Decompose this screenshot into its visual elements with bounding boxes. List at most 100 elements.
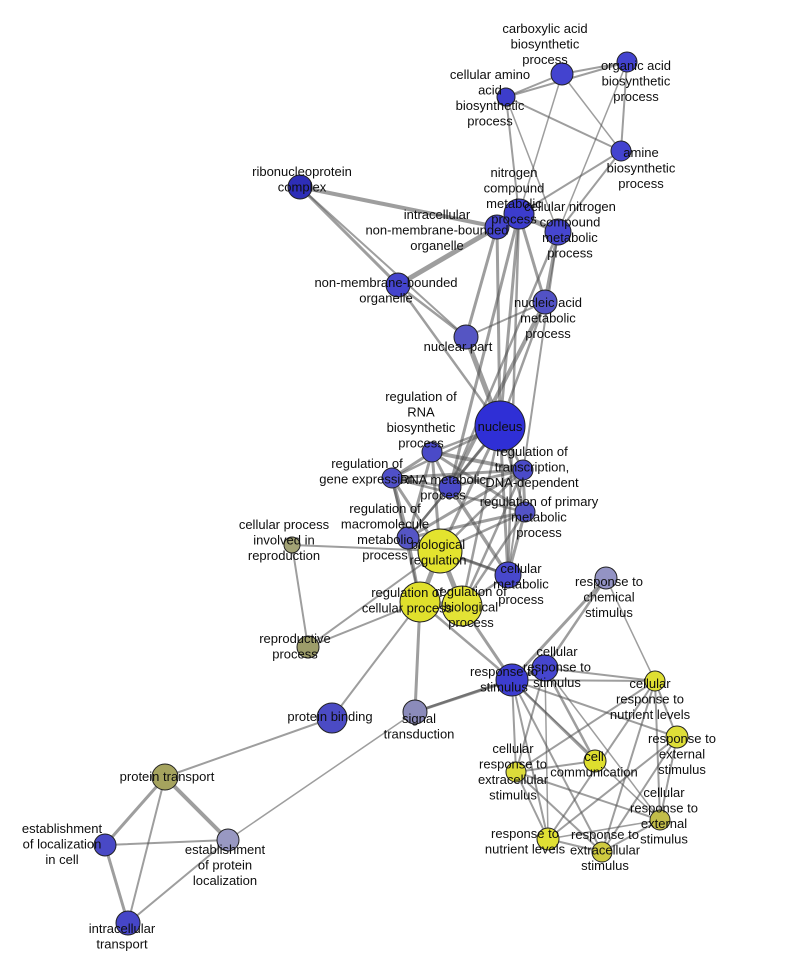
node-amine[interactable]: [610, 140, 632, 162]
node-resp_stim[interactable]: [495, 663, 529, 697]
node-resp_extra[interactable]: [591, 841, 613, 863]
edge-intracellular_nmbo-non_membrane: [395, 224, 500, 288]
edge-resp_nutr-cell_resp_ext: [547, 819, 661, 840]
node-nucleus[interactable]: [474, 400, 526, 452]
edge-rnp-intracellular_nmbo: [298, 185, 499, 229]
edge-organic-amine: [620, 61, 628, 152]
edge-cell_resp_stim-resp_chem: [543, 576, 608, 670]
edge-reg_transcription-rna_met: [448, 468, 525, 489]
edge-amine-nitrogen: [518, 150, 622, 215]
node-reg_transcription[interactable]: [512, 459, 534, 481]
node-nucleic[interactable]: [532, 289, 558, 315]
node-cell_resp_nutr[interactable]: [644, 670, 666, 692]
node-cell_resp_extra[interactable]: [505, 761, 527, 783]
edge-resp_chem-cell_resp_nutr: [605, 577, 656, 682]
node-cell_resp_ext[interactable]: [649, 809, 671, 831]
node-reg_primary[interactable]: [514, 501, 536, 523]
node-cellular_met[interactable]: [494, 561, 522, 589]
node-prot_bind[interactable]: [316, 702, 348, 734]
node-bio_reg[interactable]: [417, 528, 463, 574]
node-prot_trans[interactable]: [151, 763, 179, 791]
node-nitrogen[interactable]: [503, 198, 535, 230]
edge-nuclear_part-nucleic: [465, 301, 546, 338]
node-rnp[interactable]: [287, 174, 313, 200]
node-reg_bio[interactable]: [441, 585, 483, 627]
node-cell_resp_stim[interactable]: [531, 654, 559, 682]
edge-cell_resp_stim-cell_comm: [543, 666, 597, 763]
edge-cell_resp_stim-cell_resp_nutr: [544, 667, 656, 682]
edge-nucleic-rna_met: [448, 300, 547, 489]
edge-rnp-nuclear_part: [299, 186, 467, 338]
edge-cell_resp_stim-resp_nutr: [544, 667, 549, 840]
edge-prot_trans-intra_trans: [127, 776, 166, 924]
node-cellular_amino[interactable]: [496, 87, 516, 107]
edge-repro-bio_reg: [307, 550, 441, 648]
edge-prot_bind-prot_trans: [164, 717, 333, 778]
node-resp_nutr[interactable]: [536, 827, 560, 851]
edge-cellular_amino-nitrogen: [505, 96, 520, 215]
node-reg_rna[interactable]: [421, 441, 443, 463]
edge-reg_rna-reg_transcription: [430, 450, 525, 472]
edge-resp_stim-resp_nutr: [511, 679, 549, 840]
edge-cellular_nitrogen-rna_met: [448, 230, 560, 489]
node-resp_chem[interactable]: [594, 566, 618, 590]
edge-repro_cell-bio_reg: [291, 544, 441, 552]
edge-cell_resp_nutr-cell_resp_ext: [654, 680, 661, 821]
edge-non_membrane-nuclear_part: [396, 283, 468, 339]
node-est_prot_loc[interactable]: [216, 828, 240, 852]
node-est_loc_cell[interactable]: [93, 833, 117, 857]
edge-cell_resp_nutr-resp_extra: [601, 680, 656, 853]
node-organic[interactable]: [616, 51, 638, 73]
edge-organic-cellular_nitrogen: [557, 61, 628, 233]
node-repro_cell[interactable]: [283, 536, 301, 554]
edge-prot_bind-reg_cell: [331, 601, 421, 719]
node-cellular_nitrogen[interactable]: [544, 218, 572, 246]
edge-est_prot_loc-signal: [227, 711, 416, 841]
edge-resp_stim-resp_chem: [510, 576, 608, 682]
node-resp_ext[interactable]: [665, 725, 689, 749]
edge-rna_met-cellular_met: [448, 485, 510, 577]
edge-reg_transcription-reg_bio: [460, 468, 525, 608]
edge-repro_cell-repro: [291, 544, 309, 648]
node-cell_comm[interactable]: [583, 749, 607, 773]
edge-cellular_amino-cellular_nitrogen: [505, 96, 559, 233]
node-intracellular_nmbo[interactable]: [484, 214, 510, 240]
edge-reg_transcription-reg_macro: [406, 468, 525, 540]
node-reg_cell[interactable]: [399, 581, 441, 623]
edges-layer: [103, 61, 678, 925]
node-repro[interactable]: [296, 635, 320, 659]
edge-resp_extra-cell_resp_ext: [601, 819, 661, 853]
edge-cell_resp_stim-cell_resp_extra: [515, 667, 546, 773]
node-carboxylic[interactable]: [550, 62, 574, 86]
edge-cell_resp_extra-cell_resp_ext: [515, 771, 661, 821]
edge-intra_trans-est_prot_loc: [127, 839, 229, 924]
node-non_membrane[interactable]: [385, 272, 411, 298]
edge-resp_ext-resp_extra: [601, 736, 678, 853]
node-signal[interactable]: [402, 699, 428, 725]
node-intra_trans[interactable]: [115, 910, 141, 936]
node-reg_gene[interactable]: [381, 467, 403, 489]
node-label-prot_trans: protein transport: [120, 769, 215, 784]
node-rna_met[interactable]: [438, 475, 462, 499]
node-nuclear_part[interactable]: [453, 324, 479, 350]
node-reg_macro[interactable]: [396, 526, 420, 550]
